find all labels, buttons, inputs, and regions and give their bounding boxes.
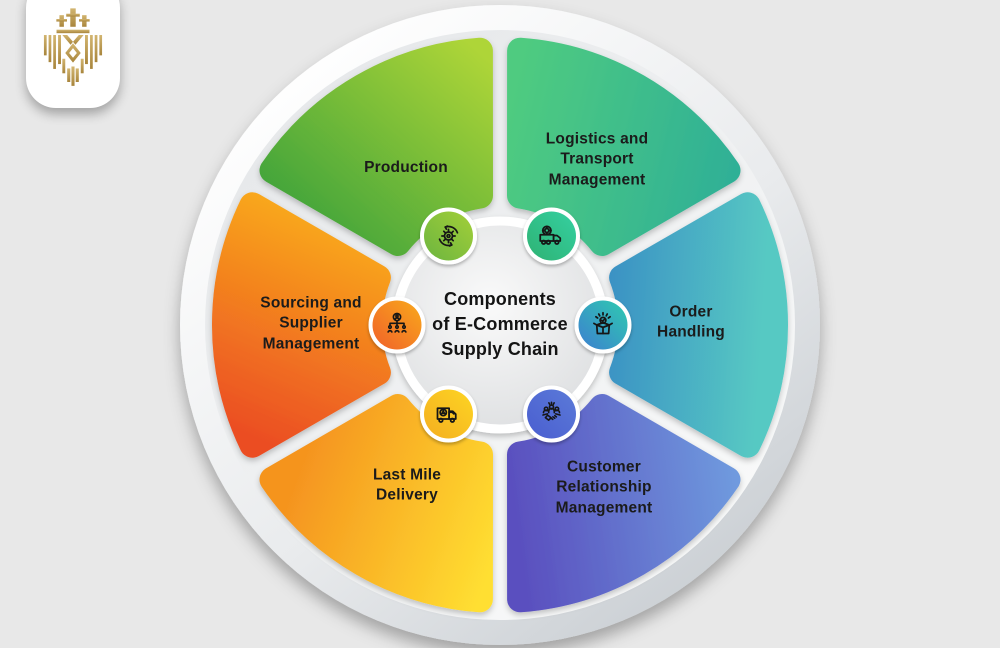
segment-last-mile-petal[interactable] [259,394,493,613]
segment-production-petal[interactable] [259,37,493,256]
segment-label-logistics: Logistics and Transport Management [545,130,649,189]
segment-crm-petal[interactable] [507,394,741,613]
segment-label-production: Production [364,158,448,176]
wheel-center-title: Components of E-Commerce Supply Chain [432,289,568,360]
delivery-van-icon[interactable] [420,385,477,443]
segment-label-last-mile: Last Mile Delivery [372,466,442,504]
lion-crest-icon [43,8,103,86]
handshake-people-icon[interactable] [523,385,580,443]
segment-petals [211,37,789,613]
segment-label-crm: Customer Relationship Management [555,458,653,517]
segment-icons [368,207,632,443]
cargo-truck-icon[interactable] [523,207,580,265]
open-box-check-icon[interactable] [574,296,632,354]
segment-label-sourcing: Sourcing and Supplier Management [260,294,362,353]
segment-label-order-handling: Order Handling [657,303,725,341]
brand-logo-card [26,0,120,108]
gear-sync-icon[interactable] [420,207,477,265]
supplier-network-icon[interactable] [368,296,426,354]
segment-logistics-petal[interactable] [507,37,741,256]
